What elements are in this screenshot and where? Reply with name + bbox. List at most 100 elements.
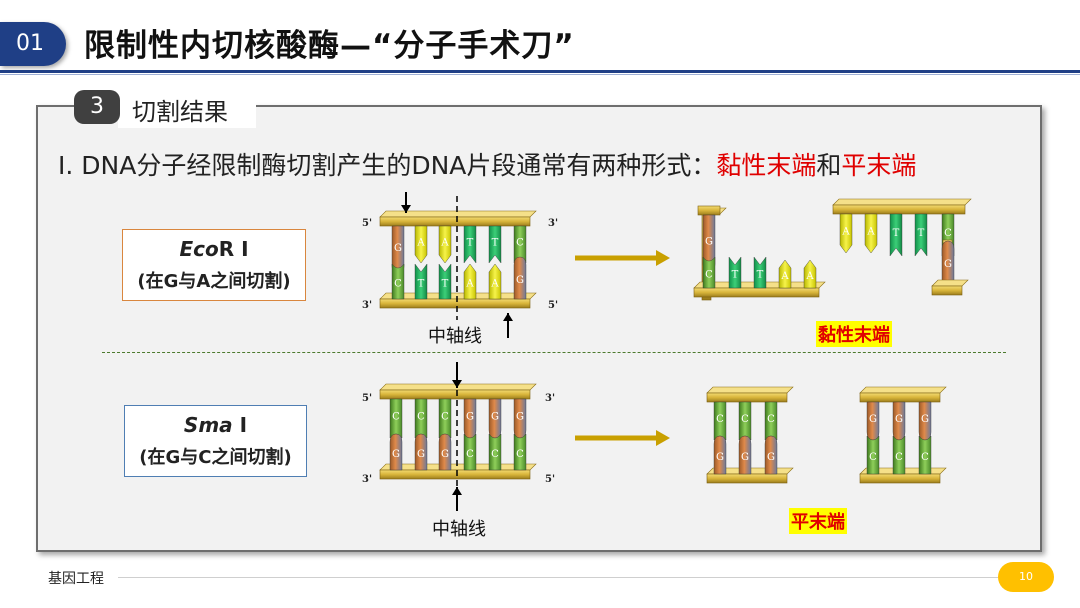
smai-name-italic: Sma: [183, 413, 233, 437]
slide-number-badge: 01: [0, 22, 66, 66]
ecori-frag-left-bottom-base-letter: T: [757, 270, 764, 281]
smai-bottom-base: [488, 433, 502, 471]
ecori-frag-right-top-base-letter: T: [893, 228, 900, 239]
ecori-frag-left-bottom-base: [753, 256, 767, 289]
smai-result-arrow-head: [656, 430, 670, 446]
footer-course-label: 基因工程: [48, 571, 104, 587]
smai-frag-right-bottom-base-letter: C: [921, 452, 929, 463]
statement-prefix: I. DNA分子经限制酶切割产生的DNA片段通常有两种形式：: [58, 151, 717, 180]
ecori-top-base-letter: T: [467, 238, 474, 249]
smai-name: Sma I: [125, 413, 306, 437]
ecori-bottom-base: [414, 263, 428, 300]
ecori-5prime-top: 5': [362, 218, 373, 229]
ecori-frag-right-top-base: [889, 213, 903, 257]
section-tab: [118, 90, 256, 128]
sticky-end-term: 黏性末端: [716, 151, 817, 180]
ecori-frag-right-cap: [931, 285, 963, 296]
ecori-top-base-letter: A: [440, 238, 449, 249]
smai-label-box: Sma I (在G与C之间切割): [124, 405, 307, 477]
statement-conj: 和: [816, 151, 842, 180]
ecori-top-base-letter: T: [492, 238, 499, 249]
smai-frag-right-bottom-base-letter: C: [895, 452, 903, 463]
ecori-bottom-base-letter: C: [394, 279, 402, 290]
dashed-divider: [102, 352, 1006, 353]
ecori-bottom-base: [463, 263, 477, 300]
ecori-bottom-base: [391, 263, 405, 300]
smai-bottom-base-letter: G: [441, 449, 449, 460]
ecori-frag-right-strand: [832, 204, 966, 215]
ecori-name-italic: Eco: [179, 237, 219, 261]
ecori-bottom-base-letter: T: [442, 279, 449, 290]
smai-frag-right-top-strand-top: [859, 386, 947, 394]
smai-bottom-base-letter: C: [491, 449, 499, 460]
smai-frag-left-bottom-strand: [706, 473, 788, 484]
slide-title: 限制性内切核酸酶—“分子手术刀”: [84, 28, 575, 64]
smai-frag-left-bottom-base: [738, 435, 752, 475]
smai-bottom-strand-top: [379, 463, 537, 471]
smai-result-arrow: [575, 435, 656, 441]
ecori-frag-right-top-base: [914, 213, 928, 257]
ecori-frag-left-bottom-base: [728, 256, 742, 289]
ecori-bottom-base-letter: A: [490, 279, 499, 290]
ecori-frag-right-bottom-base: [941, 240, 955, 284]
smai-frag-right-bottom-base: [892, 435, 906, 475]
smai-frag-right-bottom-strand: [859, 473, 941, 484]
ecori-top-strand-top: [379, 210, 537, 218]
smai-frag-left-top-strand: [706, 392, 788, 403]
smai-frag-left-top-strand-top: [706, 386, 794, 394]
smai-bottom-base: [414, 433, 428, 471]
ecori-result-arrow: [575, 255, 656, 261]
smai-bottom-strand: [379, 469, 531, 480]
ecori-frag-right-top-base-letter: T: [918, 228, 925, 239]
footer-rule: [118, 577, 998, 578]
smai-frag-right-bottom-base-letter: C: [869, 452, 877, 463]
smai-frag-right-bottom-base: [866, 435, 880, 475]
smai-frag-left-top-base-letter: C: [741, 414, 749, 425]
ecori-cut-site: (在G与A之间切割): [137, 271, 291, 292]
ecori-frag-left-bottom-base-letter: A: [805, 271, 814, 282]
ecori-top-base: [414, 225, 428, 264]
ecori-top-strand: [379, 216, 531, 227]
smai-5prime-bottom: 5': [545, 474, 556, 485]
ecori-cut-arrow-top-head: [401, 205, 411, 213]
smai-top-base-letter: G: [516, 412, 524, 423]
ecori-5prime-bottom: 5': [548, 300, 559, 311]
smai-cut-arrow-bottom-head: [452, 487, 462, 495]
smai-frag-right-top-base-letter: G: [921, 414, 929, 425]
ecori-axis-label: 中轴线: [428, 326, 482, 347]
smai-frag-left-bottom-base-letter: G: [741, 452, 749, 463]
ecori-frag-right-top-base-letter: A: [841, 227, 850, 238]
ecori-top-base-letter: C: [516, 238, 524, 249]
smai-name-rest: I: [232, 413, 248, 437]
ecori-frag-left-bottom-base: [702, 256, 716, 289]
ecori-frag-left-bottom-base-letter: T: [732, 270, 739, 281]
smai-cut-site: (在G与C之间切割): [139, 447, 292, 468]
page-number: 10: [998, 562, 1054, 592]
smai-frag-right-top-strand: [859, 392, 941, 403]
ecori-top-base-letter: A: [416, 238, 425, 249]
header-rule-thin: [0, 74, 1080, 75]
smai-axis-label: 中轴线: [432, 519, 486, 540]
ecori-top-base: [438, 225, 452, 264]
ecori-frag-right-top-base-letter: C: [944, 228, 952, 239]
ecori-bottom-base-letter: T: [418, 279, 425, 290]
ecori-frag-right-top-base: [864, 213, 878, 254]
ecori-bottom-base: [488, 263, 502, 300]
ecori-bottom-base: [438, 263, 452, 300]
statement-text: I. DNA分子经限制酶切割产生的DNA片段通常有两种形式：黏性末端和平末端: [58, 146, 916, 182]
smai-frag-right-bottom-base: [918, 435, 932, 475]
ecori-top-base: [488, 225, 502, 264]
smai-top-base-letter: G: [491, 412, 499, 423]
smai-top-base-letter: G: [466, 412, 474, 423]
smai-top-base-letter: C: [392, 412, 400, 423]
header-rule: [0, 70, 1080, 73]
smai-3prime-bottom: 3': [362, 474, 373, 485]
ecori-label-box: EcoR I (在G与A之间切割): [122, 229, 306, 301]
smai-frag-left-top-base-letter: C: [716, 414, 724, 425]
ecori-top-base: [463, 225, 477, 264]
ecori-frag-left-top-base-letter: G: [705, 237, 713, 248]
smai-frag-right-top-base-letter: G: [869, 414, 877, 425]
smai-bottom-base: [463, 433, 477, 471]
smai-frag-left-top-base-letter: C: [767, 414, 775, 425]
